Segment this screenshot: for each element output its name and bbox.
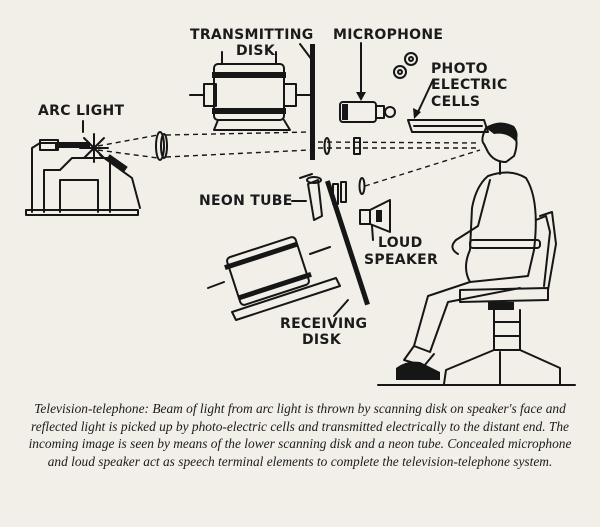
receiving-motor — [207, 236, 341, 321]
loud-speaker — [359, 199, 391, 233]
transmitting-motor — [189, 51, 313, 131]
label-receiving-disk: DISK — [302, 332, 342, 348]
transmitting-disk — [310, 44, 315, 160]
figure-caption: Television-telephone: Beam of light from… — [28, 401, 572, 469]
light-beams — [97, 131, 481, 187]
label-microphone: MICROPHONE — [333, 27, 443, 43]
label-loud: LOUD — [378, 235, 423, 251]
beam-lens-1 — [323, 137, 331, 155]
label-arc-light: ARC LIGHT — [38, 103, 125, 119]
spark-icon — [79, 133, 109, 163]
seated-man — [396, 122, 551, 380]
label-transmitting-disk: DISK — [236, 43, 276, 59]
label-transmitting: TRANSMITTING — [190, 27, 314, 43]
neon-tube — [299, 173, 366, 221]
microphone-unit — [339, 101, 396, 123]
label-photo: PHOTO — [431, 61, 488, 77]
television-telephone-diagram: TRANSMITTING DISK MICROPHONE PHOTO ELECT… — [25, 27, 576, 386]
label-receiving: RECEIVING — [280, 316, 367, 332]
arc-light-lamp — [25, 133, 141, 216]
leader-lines — [82, 42, 434, 317]
label-neon-tube: NEON TUBE — [199, 193, 293, 209]
condenser-lens — [155, 131, 168, 161]
label-electric: ELECTRIC — [431, 77, 508, 93]
label-speaker: SPEAKER — [364, 252, 438, 268]
receiving-disk — [325, 180, 370, 306]
beam-aperture-1 — [353, 137, 361, 155]
chair — [443, 211, 561, 385]
photo-electric-cells — [393, 52, 489, 133]
label-cells: CELLS — [431, 94, 480, 110]
